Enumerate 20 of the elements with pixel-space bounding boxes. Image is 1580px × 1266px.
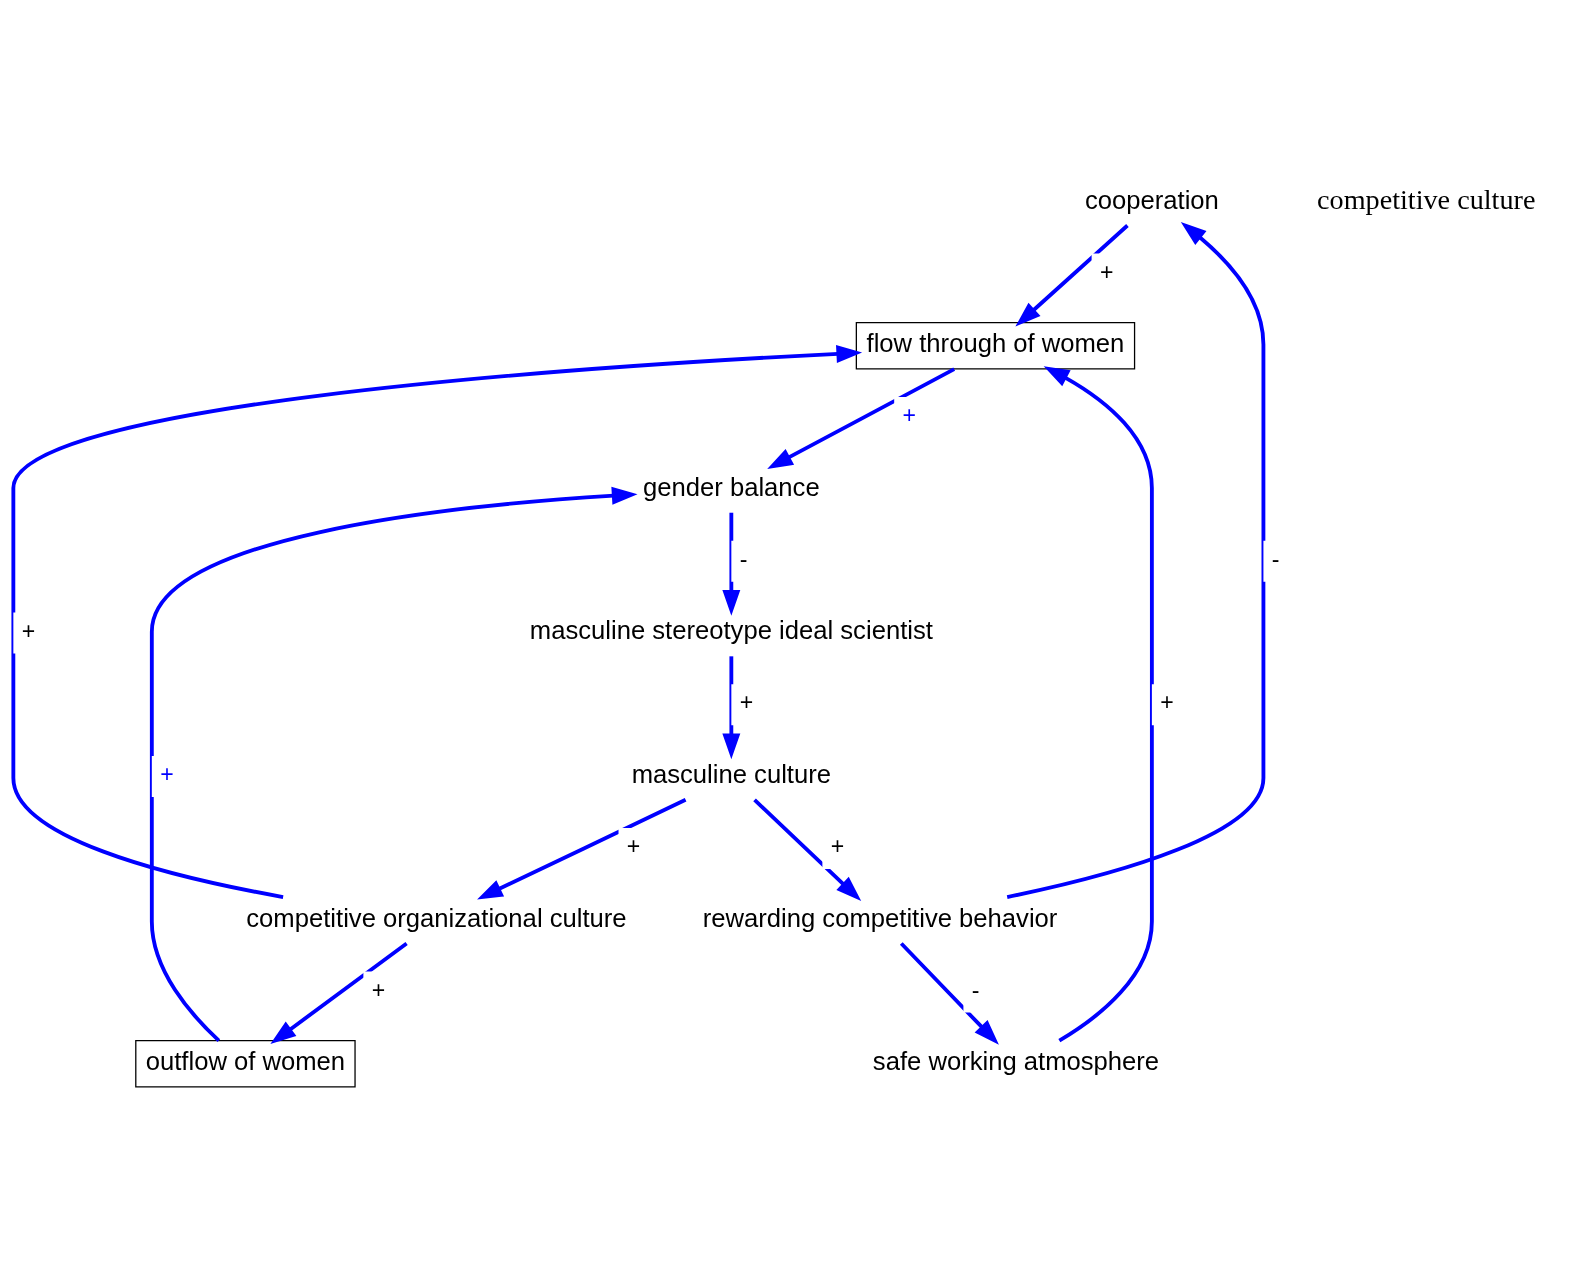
node-text: masculine stereotype ideal scientist <box>529 616 933 645</box>
node-text: rewarding competitive behavior <box>702 903 1058 932</box>
edge-label: + <box>1160 689 1174 716</box>
edge-label: + <box>739 689 754 716</box>
edge-label: + <box>830 833 845 860</box>
edge-label: - <box>739 545 748 572</box>
node-text: cooperation <box>1084 185 1219 214</box>
edge-label: + <box>1099 258 1114 285</box>
edge-label: + <box>371 976 386 1003</box>
edge-label: - <box>1271 545 1280 572</box>
edge-label: + <box>902 402 916 429</box>
label: competitive culture <box>1317 184 1536 216</box>
edge-label: + <box>626 833 641 860</box>
edge-label: + <box>21 617 36 644</box>
node-text: competitive organizational culture <box>246 903 627 932</box>
node-text: masculine culture <box>631 760 832 789</box>
edge-label: - <box>971 976 980 1003</box>
node-text: safe working atmosphere <box>872 1047 1160 1076</box>
edge-label: + <box>160 761 174 788</box>
node-text: gender balance <box>643 472 820 501</box>
